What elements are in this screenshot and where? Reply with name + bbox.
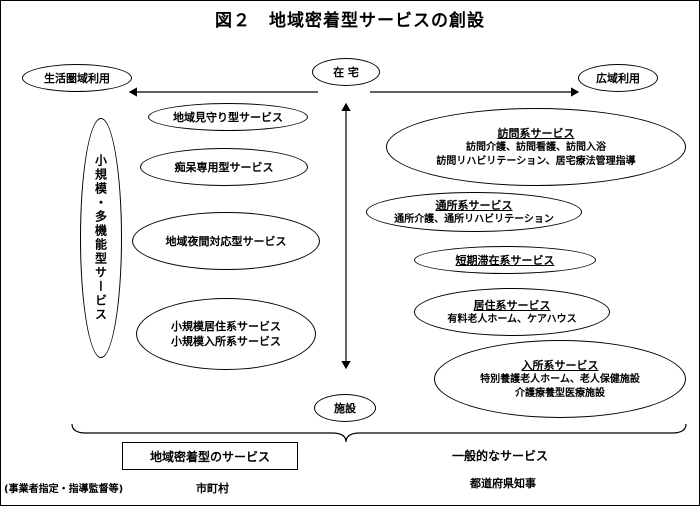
community-service-watch: 地域見守り型サービス bbox=[148, 103, 308, 131]
community-authority: 市町村 bbox=[196, 482, 229, 495]
general-service-admission: 入所系サービス 特別養護老人ホーム、老人保健施設 介護療養型医療施設 bbox=[434, 340, 686, 418]
bottom-brace bbox=[71, 423, 687, 443]
general-service-short-stay: 短期滞在系サービス bbox=[414, 246, 596, 274]
community-service-dementia: 痴呆専用型サービス bbox=[140, 148, 308, 186]
general-service-day: 通所系サービス 通所介護、通所リハビリテーション bbox=[366, 192, 582, 232]
facility-label: 施設 bbox=[314, 394, 376, 422]
general-service-label: 一般的なサービス bbox=[452, 449, 549, 463]
diagram-title: 図２ 地域密着型サービスの創設 bbox=[215, 11, 485, 31]
small-multi-function-service: 小規模・多機能型サービス bbox=[80, 118, 122, 358]
community-based-service-box: 地域密着型のサービス bbox=[122, 442, 298, 470]
general-service-visit: 訪問系サービス 訪問介護、訪問看護、訪問入浴 訪問リハビリテーション、居宅療法管… bbox=[386, 108, 686, 186]
general-service-residential: 居住系サービス 有料老人ホーム、ケアハウス bbox=[414, 288, 610, 336]
home-label: 在 宅 bbox=[312, 58, 380, 86]
wide-area-use-label: 広域利用 bbox=[578, 64, 658, 92]
local-use-label: 生活圏域利用 bbox=[22, 64, 132, 92]
general-authority: 都道府県知事 bbox=[470, 477, 536, 490]
community-service-night: 地域夜間対応型サービス bbox=[132, 212, 320, 270]
designator-note: (事業者指定・指導監督等) bbox=[4, 484, 124, 495]
community-service-small-residential: 小規模居住系サービス 小規模入所系サービス bbox=[136, 298, 316, 370]
